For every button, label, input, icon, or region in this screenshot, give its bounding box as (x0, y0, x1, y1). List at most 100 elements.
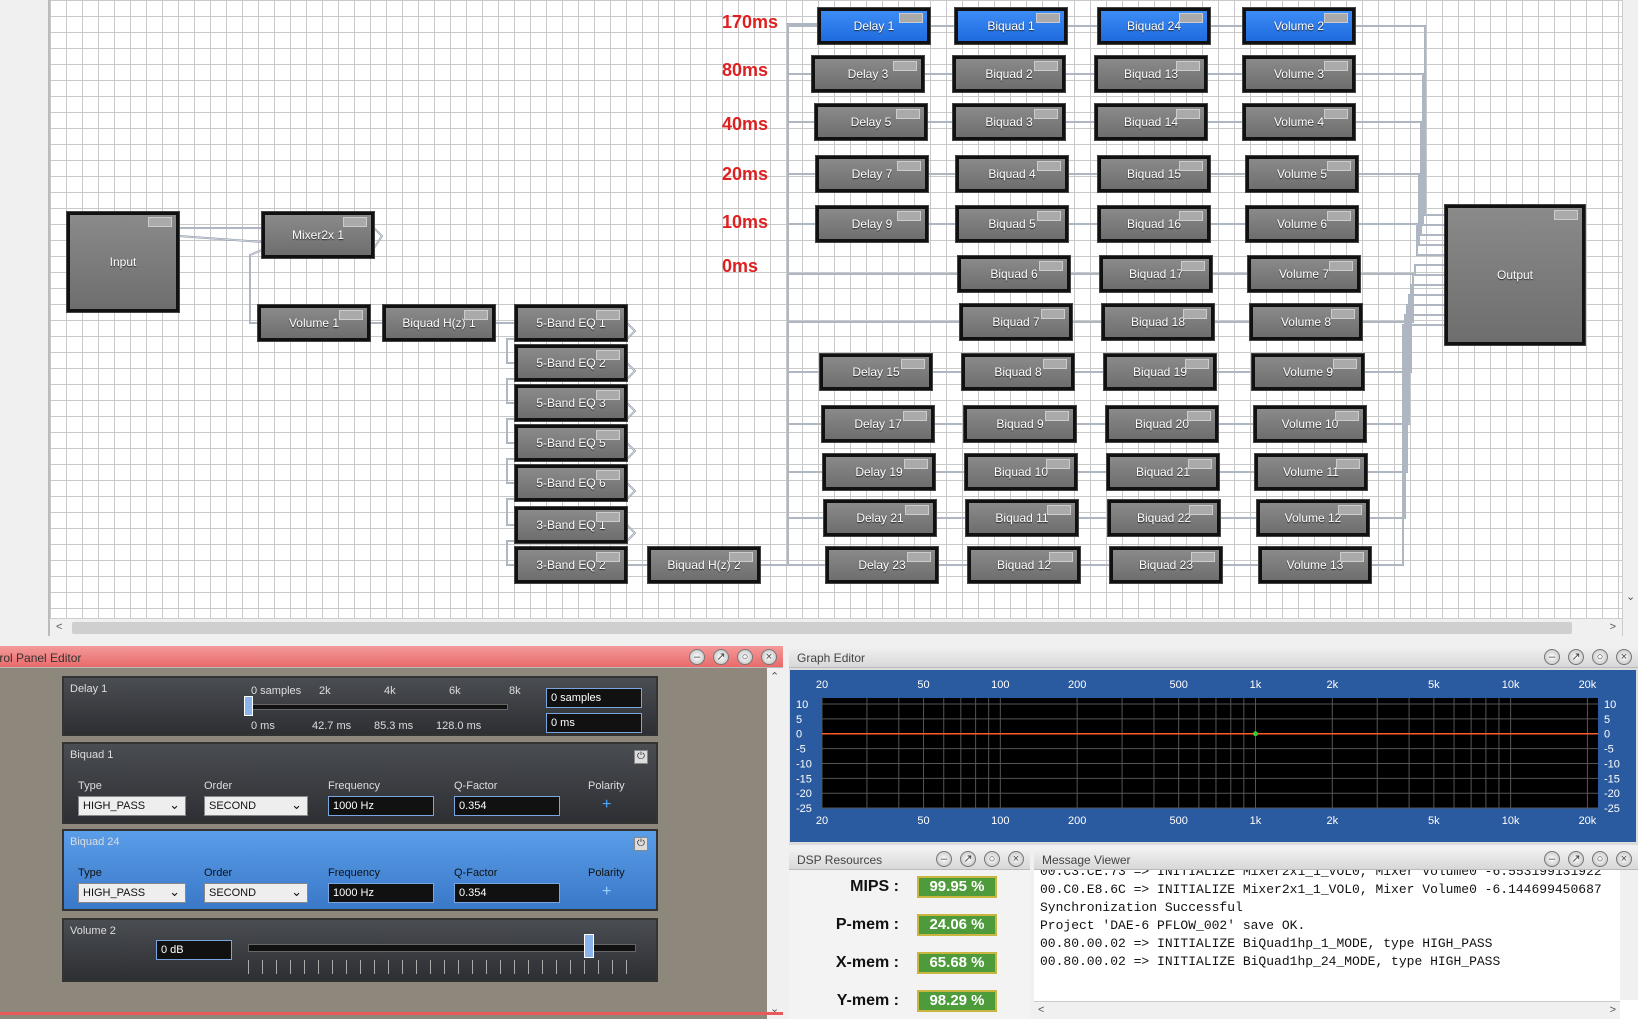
delay-block[interactable]: Delay 5 (815, 104, 927, 140)
delay-block[interactable]: Delay 17 (822, 406, 934, 442)
log-hscrollbar[interactable]: < > (1034, 1001, 1620, 1019)
delay-block[interactable]: Delay 9 (816, 206, 928, 242)
volume-block[interactable]: Volume 4 (1243, 104, 1355, 140)
polarity-toggle[interactable]: + (602, 883, 612, 900)
volume-slider-thumb[interactable] (584, 934, 595, 958)
minimize-icon[interactable]: – (1544, 851, 1560, 867)
volume-block[interactable]: Volume 5 (1246, 156, 1358, 192)
vertical-scrollbar[interactable]: ⌄ (1622, 0, 1638, 636)
biquad-block[interactable]: Biquad 8 (962, 354, 1074, 390)
type-select[interactable]: HIGH_PASS (78, 883, 186, 903)
eq3b1-block[interactable]: 3-Band EQ 1 (515, 507, 627, 543)
maximize-icon[interactable]: ○ (1592, 649, 1608, 665)
biquad-block[interactable]: Biquad 24 (1098, 8, 1210, 44)
biquad-block[interactable]: Biquad 16 (1098, 206, 1210, 242)
delay-slider-thumb[interactable] (244, 696, 253, 716)
biquad-block[interactable]: Biquad 2 (953, 56, 1065, 92)
bhz1-block[interactable]: Biquad H(z) 1 (383, 305, 495, 341)
frequency-field[interactable]: 1000 Hz (328, 883, 434, 903)
frequency-field[interactable]: 1000 Hz (328, 796, 434, 816)
undock-icon[interactable]: ↗ (960, 851, 976, 867)
scroll-up-icon[interactable]: ⌃ (770, 671, 780, 683)
biquad-block[interactable]: Biquad 7 (960, 304, 1072, 340)
scrollbar-thumb[interactable] (72, 622, 1572, 634)
delay-block[interactable]: Delay 21 (824, 500, 936, 536)
type-select[interactable]: HIGH_PASS (78, 796, 186, 816)
horizontal-scrollbar[interactable]: < > (50, 618, 1622, 636)
biquad-block[interactable]: Biquad 4 (956, 156, 1068, 192)
scroll-left-icon[interactable]: < (1038, 1004, 1045, 1016)
delay-block[interactable]: Delay 7 (816, 156, 928, 192)
biquad-block[interactable]: Biquad 21 (1107, 454, 1219, 490)
scroll-left-icon[interactable]: < (56, 621, 63, 633)
volume-db-field[interactable]: 0 dB (156, 940, 232, 960)
volume-block[interactable]: Volume 12 (1257, 500, 1369, 536)
delay-slider-track[interactable] (248, 704, 508, 710)
volume-block[interactable]: Volume 3 (1243, 56, 1355, 92)
biquad-block[interactable]: Biquad 19 (1104, 354, 1216, 390)
close-icon[interactable]: × (761, 649, 777, 665)
ms-field[interactable]: 0 ms (546, 713, 642, 733)
delay-block[interactable]: Delay 19 (823, 454, 935, 490)
minimize-icon[interactable]: – (1544, 649, 1560, 665)
power-icon[interactable]: ⏻ (634, 837, 648, 851)
close-icon[interactable]: × (1616, 649, 1632, 665)
undock-icon[interactable]: ↗ (713, 649, 729, 665)
delay-block[interactable]: Delay 23 (826, 547, 938, 583)
volume-block[interactable]: Volume 6 (1246, 206, 1358, 242)
volume-block[interactable]: Volume 13 (1259, 547, 1371, 583)
undock-icon[interactable]: ↗ (1568, 851, 1584, 867)
eq5-block[interactable]: 5-Band EQ 5 (515, 425, 627, 461)
input-block[interactable]: Input (67, 212, 179, 312)
vol1-block[interactable]: Volume 1 (258, 305, 370, 341)
biquad-block[interactable]: Biquad 11 (966, 500, 1078, 536)
biquad-block[interactable]: Biquad 13 (1095, 56, 1207, 92)
volume-block[interactable]: Volume 9 (1252, 354, 1364, 390)
power-icon[interactable]: ⏻ (634, 750, 648, 764)
biquad-block[interactable]: Biquad 23 (1110, 547, 1222, 583)
biquad-block[interactable]: Biquad 10 (965, 454, 1077, 490)
volume-block[interactable]: Volume 10 (1254, 406, 1366, 442)
minimize-icon[interactable]: – (936, 851, 952, 867)
close-icon[interactable]: × (1616, 851, 1632, 867)
volume-block[interactable]: Volume 11 (1255, 454, 1367, 490)
biquad-block[interactable]: Biquad 20 (1106, 406, 1218, 442)
biquad-block[interactable]: Biquad 17 (1100, 256, 1212, 292)
biquad-block[interactable]: Biquad 14 (1095, 104, 1207, 140)
maximize-icon[interactable]: ○ (737, 649, 753, 665)
minimize-icon[interactable]: – (689, 649, 705, 665)
delay-block[interactable]: Delay 3 (812, 56, 924, 92)
biquad-block[interactable]: Biquad 1 (955, 8, 1067, 44)
bhz2-block[interactable]: Biquad H(z) 2 (648, 547, 760, 583)
scroll-right-icon[interactable]: > (1609, 621, 1616, 633)
signal-flow-canvas[interactable]: Input Mixer2x 1 Volume 1 Biquad H(z) 1 5-Ban… (50, 0, 1622, 618)
delay-block[interactable]: Delay 1 (818, 8, 930, 44)
scroll-down-icon[interactable]: ⌄ (1626, 591, 1636, 603)
delay-block[interactable]: Delay 15 (820, 354, 932, 390)
volume-block[interactable]: Volume 7 (1248, 256, 1360, 292)
volume-slider-track[interactable] (248, 944, 636, 952)
eq2-block[interactable]: 5-Band EQ 2 (515, 345, 627, 381)
scroll-right-icon[interactable]: > (1609, 1004, 1616, 1016)
filter-handle[interactable] (1252, 731, 1258, 737)
samples-field[interactable]: 0 samples (546, 688, 642, 708)
order-select[interactable]: SECOND (204, 883, 308, 903)
volume-block[interactable]: Volume 8 (1250, 304, 1362, 340)
q-field[interactable]: 0.354 (454, 796, 560, 816)
biquad-block[interactable]: Biquad 9 (964, 406, 1076, 442)
mixer-block[interactable]: Mixer2x 1 (262, 212, 374, 258)
log-vscrollbar[interactable] (1620, 870, 1638, 1000)
biquad-block[interactable]: Biquad 3 (953, 104, 1065, 140)
eq3b2-block[interactable]: 3-Band EQ 2 (515, 547, 627, 583)
eq1-block[interactable]: 5-Band EQ 1 (515, 305, 627, 341)
close-icon[interactable]: × (1008, 851, 1024, 867)
eq6-block[interactable]: 5-Band EQ 6 (515, 465, 627, 501)
q-field[interactable]: 0.354 (454, 883, 560, 903)
biquad-block[interactable]: Biquad 15 (1098, 156, 1210, 192)
undock-icon[interactable]: ↗ (1568, 649, 1584, 665)
biquad-block[interactable]: Biquad 18 (1102, 304, 1214, 340)
scroll-down-icon[interactable]: ⌄ (770, 1003, 780, 1015)
biquad-block[interactable]: Biquad 22 (1108, 500, 1220, 536)
maximize-icon[interactable]: ○ (984, 851, 1000, 867)
